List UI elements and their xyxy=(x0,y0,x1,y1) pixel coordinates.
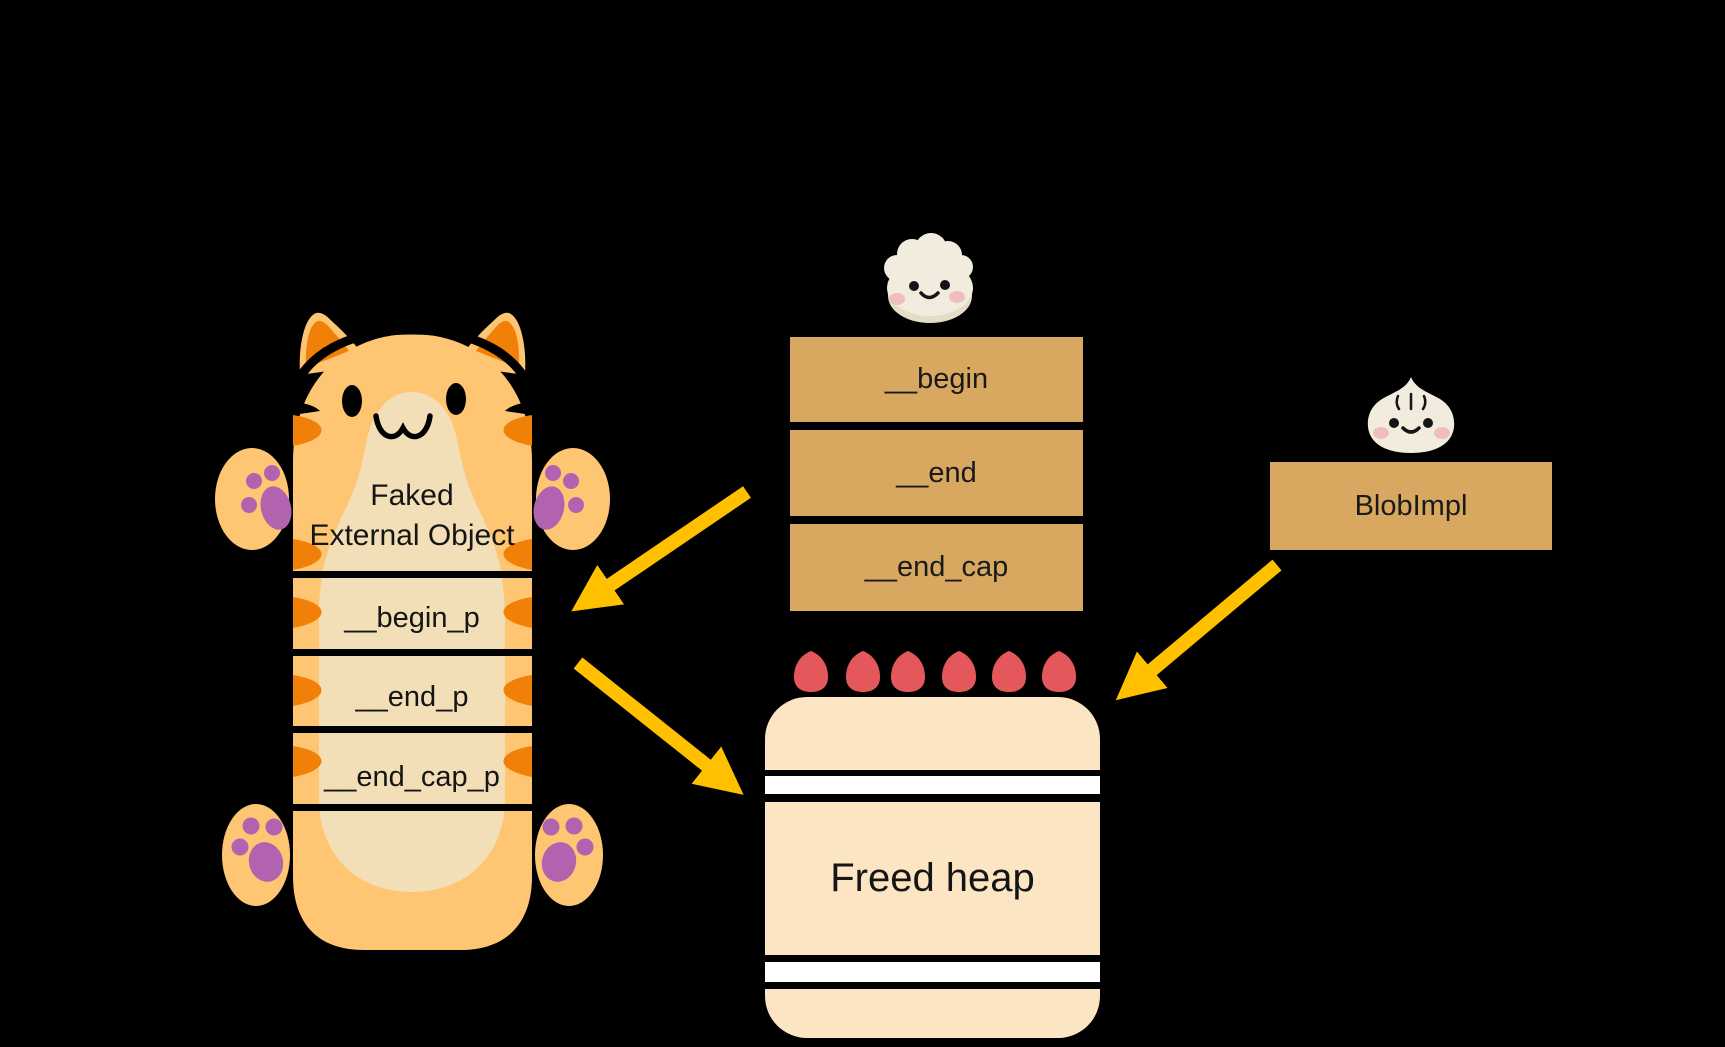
cat-field-end-cap-p-label: __end_cap_p xyxy=(324,761,500,793)
bun-character-icon xyxy=(1367,377,1455,453)
cat-field-end-p-label: __end_p xyxy=(355,681,469,713)
cat-front-paw-right xyxy=(533,448,610,550)
cat-whisker-right xyxy=(505,402,532,415)
cat-character xyxy=(215,303,610,950)
cat-field-end-p: __end_p xyxy=(292,677,532,717)
dumpling-character-icon xyxy=(884,233,973,323)
blobimpl-label: BlobImpl xyxy=(1354,489,1468,522)
freed-heap-label: Freed heap xyxy=(830,856,1035,900)
strawberry-icons xyxy=(794,651,1076,692)
vector-field-end: __end xyxy=(790,430,1083,516)
cat-back-paw-right xyxy=(535,804,603,906)
cat-belly xyxy=(319,392,505,892)
vector-field-end-label: __end xyxy=(896,456,977,489)
freed-heap-cream-stripe-top xyxy=(765,776,1100,794)
freed-heap-cake-bottom xyxy=(765,989,1100,1038)
cat-front-paw-left xyxy=(215,448,292,550)
cat-whisker-left xyxy=(293,402,320,415)
cat-field-separators xyxy=(293,571,532,811)
cat-mouth xyxy=(373,413,433,440)
vector-field-begin: __begin xyxy=(790,337,1083,422)
cat-field-begin-p: __begin_p xyxy=(292,598,532,638)
cat-back-paw-left xyxy=(222,804,290,906)
cat-head-outline xyxy=(287,325,537,401)
vector-field-begin-label: __begin xyxy=(884,363,989,395)
cat-field-end-cap-p: __end_cap_p xyxy=(292,757,532,797)
cat-eye-right xyxy=(446,383,466,415)
vector-field-end-cap: __end_cap xyxy=(790,524,1083,611)
blobimpl-box: BlobImpl xyxy=(1270,462,1552,550)
arrow-cat-to-heap xyxy=(573,657,744,795)
faked-title-line2: External Object xyxy=(309,519,515,552)
freed-heap-box: Freed heap xyxy=(765,802,1100,955)
faked-title-line1: Faked xyxy=(370,479,454,512)
arrow-blob-to-heap xyxy=(1115,559,1282,701)
cat-stripes xyxy=(293,415,532,777)
faked-external-object-title: Faked External Object xyxy=(302,476,522,556)
freed-heap-cake-top xyxy=(765,697,1100,770)
cat-eye-left xyxy=(342,385,362,417)
arrow-vector-to-cat xyxy=(571,486,751,612)
vector-field-end-cap-label: __end_cap xyxy=(864,551,1009,583)
freed-heap-cream-stripe-bottom xyxy=(765,962,1100,982)
cat-field-begin-p-label: __begin_p xyxy=(344,602,480,634)
